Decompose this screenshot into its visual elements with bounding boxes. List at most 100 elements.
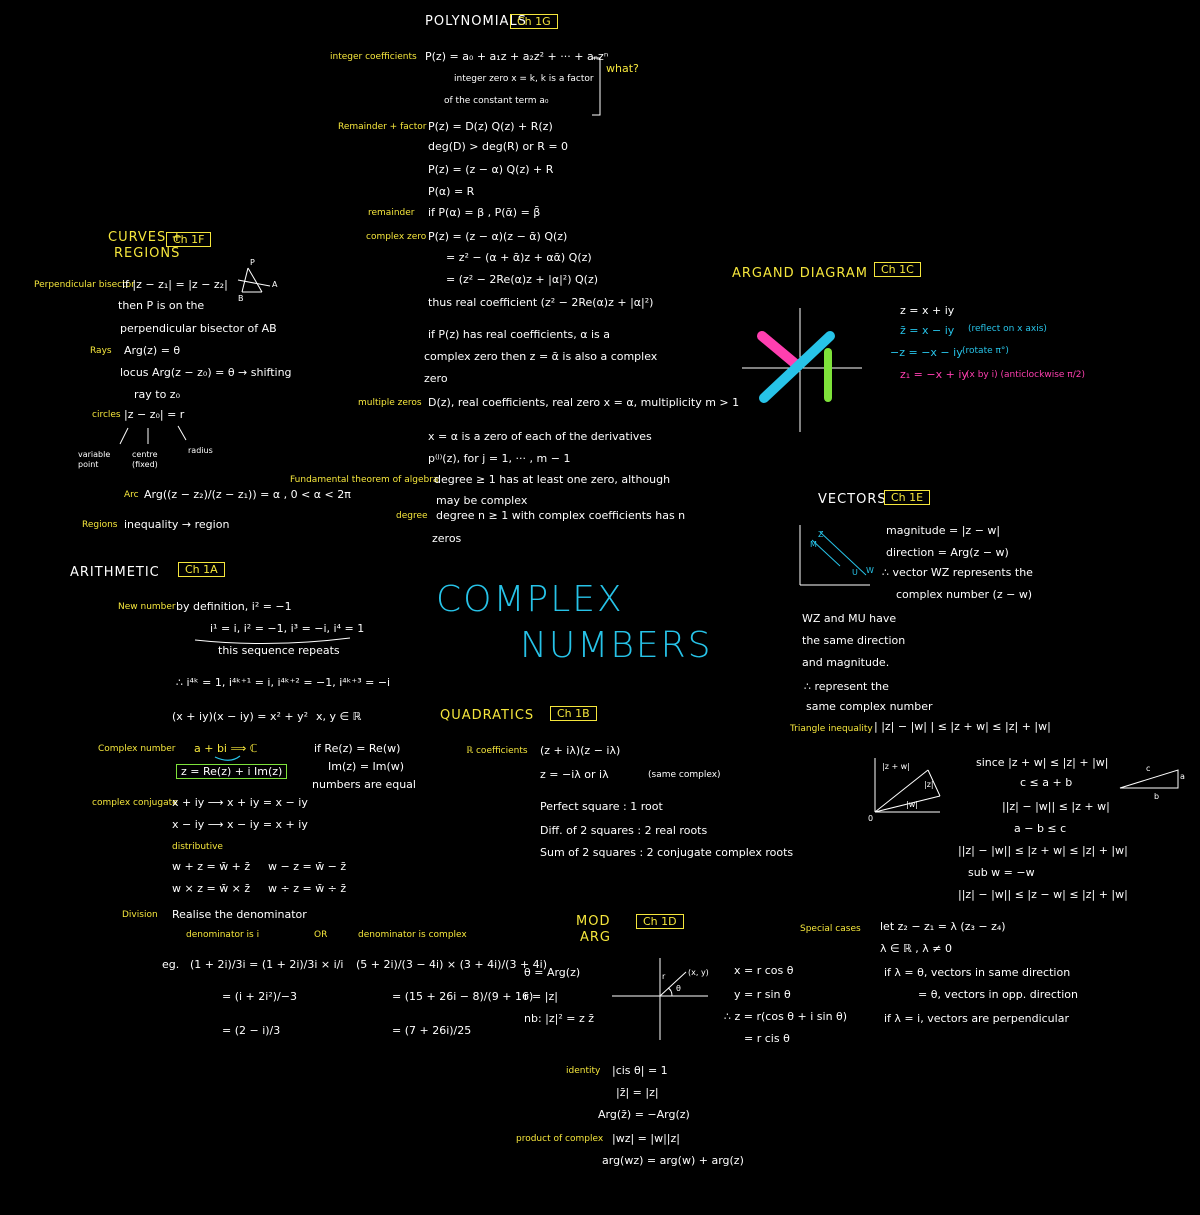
vectors-heading: VECTORS xyxy=(818,492,887,507)
tri2-label-b: b xyxy=(1154,792,1160,801)
title-line2: NUMBERS xyxy=(520,625,713,666)
rays-label: Rays xyxy=(90,346,112,356)
modarg-chapter: Ch 1D xyxy=(636,914,684,930)
arc-expr: Arg((z − z₂)/(z − z₁)) = α , 0 < α < 2π xyxy=(144,488,351,501)
m7: = r cis θ xyxy=(744,1032,790,1045)
m2: r = |z| xyxy=(524,990,558,1003)
sp4: = θ, vectors in opp. direction xyxy=(918,988,1078,1001)
dist4: w ÷ z = w̄ ÷ z̄ xyxy=(268,882,347,895)
integer-label: integer coefficients xyxy=(330,52,417,62)
arithmetic-heading: ARITHMETIC xyxy=(70,565,160,580)
id2: |z̄| = |z| xyxy=(616,1086,659,1099)
rays3: ray to z₀ xyxy=(134,388,180,401)
rays2: locus Arg(z − z₀) = θ → shifting xyxy=(120,366,292,379)
cz4: thus real coefficient (z² − 2Re(α)z + |α… xyxy=(428,296,654,309)
variable-point: variable point xyxy=(78,450,111,469)
tri-label-z: |z| xyxy=(924,780,934,789)
vec-label-u: U xyxy=(852,568,858,577)
vec-label-w: W xyxy=(866,566,874,575)
eg-label: eg. xyxy=(162,958,180,971)
dist1: w + z = w̄ + z̄ xyxy=(172,860,251,873)
cyan-arrow xyxy=(759,331,835,403)
argand-a1: z = x + iy xyxy=(900,304,955,317)
cn1: a + bi ⟹ ℂ xyxy=(194,742,258,755)
perp3: perpendicular bisector of AB xyxy=(120,322,277,335)
modarg-heading2: ARG xyxy=(580,930,611,945)
v8: ∴ represent the xyxy=(804,680,889,693)
conjugate-label: complex conjugate xyxy=(92,798,178,808)
perp2: then P is on the xyxy=(118,299,205,312)
argand-a4: z₁ = −x + iy xyxy=(900,368,968,381)
argand-a3: −z = −x − iy xyxy=(890,346,963,359)
argand-a2: z̄ = x − iy xyxy=(900,324,955,337)
special-label: Special cases xyxy=(800,924,861,934)
new-number-label: New number xyxy=(118,602,176,612)
integer-note1: integer zero x = k, k is a factor xyxy=(454,74,594,84)
rf3: P(z) = (z − α) Q(z) + R xyxy=(428,163,554,176)
tri2-label-a: a xyxy=(1180,772,1185,781)
quadratics-heading: QUADRATICS xyxy=(440,708,535,723)
sp2: λ ∈ ℝ , λ ≠ 0 xyxy=(880,942,953,955)
dist2: w − z = w̄ − z̄ xyxy=(268,860,347,873)
what-bracket xyxy=(592,57,601,116)
tri-label-o: 0 xyxy=(868,814,874,823)
cn2: z = Re(z) + i Im(z) xyxy=(176,764,288,780)
argand-a4-note: (x by i) (anticlockwise π/2) xyxy=(966,370,1085,380)
complex-zero-label: complex zero xyxy=(366,232,427,242)
ex1a: (1 + 2i)/3i = (1 + 2i)/3i × i/i xyxy=(190,958,344,971)
tri-label-p: P xyxy=(250,258,255,267)
m4: x = r cos θ xyxy=(734,964,794,977)
point-label: (x, y) xyxy=(688,968,709,977)
v5: WZ and MU have xyxy=(802,612,897,625)
q5: Diff. of 2 squares : 2 real roots xyxy=(540,824,708,837)
q4: Perfect square : 1 root xyxy=(540,800,663,813)
tri-label-a: A xyxy=(272,280,278,289)
m1: θ = Arg(z) xyxy=(524,966,581,979)
argand-chapter: Ch 1C xyxy=(874,262,921,278)
dist3: w × z = w̄ × z̄ xyxy=(172,882,251,895)
q3: (same complex) xyxy=(648,770,721,780)
quadratics-label: ℝ coefficients xyxy=(466,746,528,756)
remainder-factor-label: Remainder + factor xyxy=(338,122,427,132)
polynomials-chapter: Ch 1G xyxy=(510,14,558,30)
rem-expr: if P(α) = β , P(ᾱ) = β̄ xyxy=(428,206,541,219)
tri4: ||z| − |w|| ≤ |z + w| xyxy=(1002,800,1110,813)
theta-label: θ xyxy=(676,984,681,993)
v7: and magnitude. xyxy=(802,656,890,669)
q6: Sum of 2 squares : 2 conjugate complex r… xyxy=(540,846,794,859)
triangle-diagram xyxy=(874,758,1179,813)
perp-label: Perpendicular bisector xyxy=(34,280,135,290)
remainder-label: remainder xyxy=(368,208,415,218)
def2: i¹ = i, i² = −1, i³ = −i, i⁴ = 1 xyxy=(210,622,365,635)
regions-label: Regions xyxy=(82,520,118,530)
ex1b: = (i + 2i²)/−3 xyxy=(222,990,297,1003)
sp5: if λ = i, vectors are perpendicular xyxy=(884,1012,1069,1025)
fund1: degree ≥ 1 has at least one zero, althou… xyxy=(434,473,671,486)
or-label: OR xyxy=(314,930,328,940)
rf4: P(α) = R xyxy=(428,185,475,198)
arithmetic-chapter: Ch 1A xyxy=(178,562,225,578)
v6: the same direction xyxy=(802,634,906,647)
div3: denominator is complex xyxy=(358,930,467,940)
q2: z = −iλ or iλ xyxy=(540,768,609,781)
cj2: x − iy ⟶ x − iy = x + iy xyxy=(172,818,308,831)
def5: (x + iy)(x − iy) = x² + y² xyxy=(172,710,308,723)
regions1: inequality → region xyxy=(124,518,230,531)
integer-expr: P(z) = a₀ + a₁z + a₂z² + ··· + aₙzⁿ xyxy=(425,50,609,63)
curves-chapter: Ch 1F xyxy=(166,232,212,248)
id1: |cis θ| = 1 xyxy=(612,1064,668,1077)
cj1: x + iy ⟶ x + iy = x − iy xyxy=(172,796,308,809)
mz3: p⁽ʲ⁾(z), for j = 1, ··· , m − 1 xyxy=(428,452,571,465)
deg2: zeros xyxy=(432,532,462,545)
pr1: |wz| = |w||z| xyxy=(612,1132,680,1145)
cz3: = (z² − 2Re(α)z + |α|²) Q(z) xyxy=(446,273,599,286)
vectors-chapter: Ch 1E xyxy=(884,490,931,506)
q1: (z + iλ)(z − iλ) xyxy=(540,744,621,757)
div2: denominator is i xyxy=(186,930,260,940)
degree-label: degree xyxy=(396,511,428,521)
r-label: r xyxy=(662,972,666,981)
title-line1: COMPLEX xyxy=(436,579,624,620)
tri2: since |z + w| ≤ |z| + |w| xyxy=(976,756,1109,769)
